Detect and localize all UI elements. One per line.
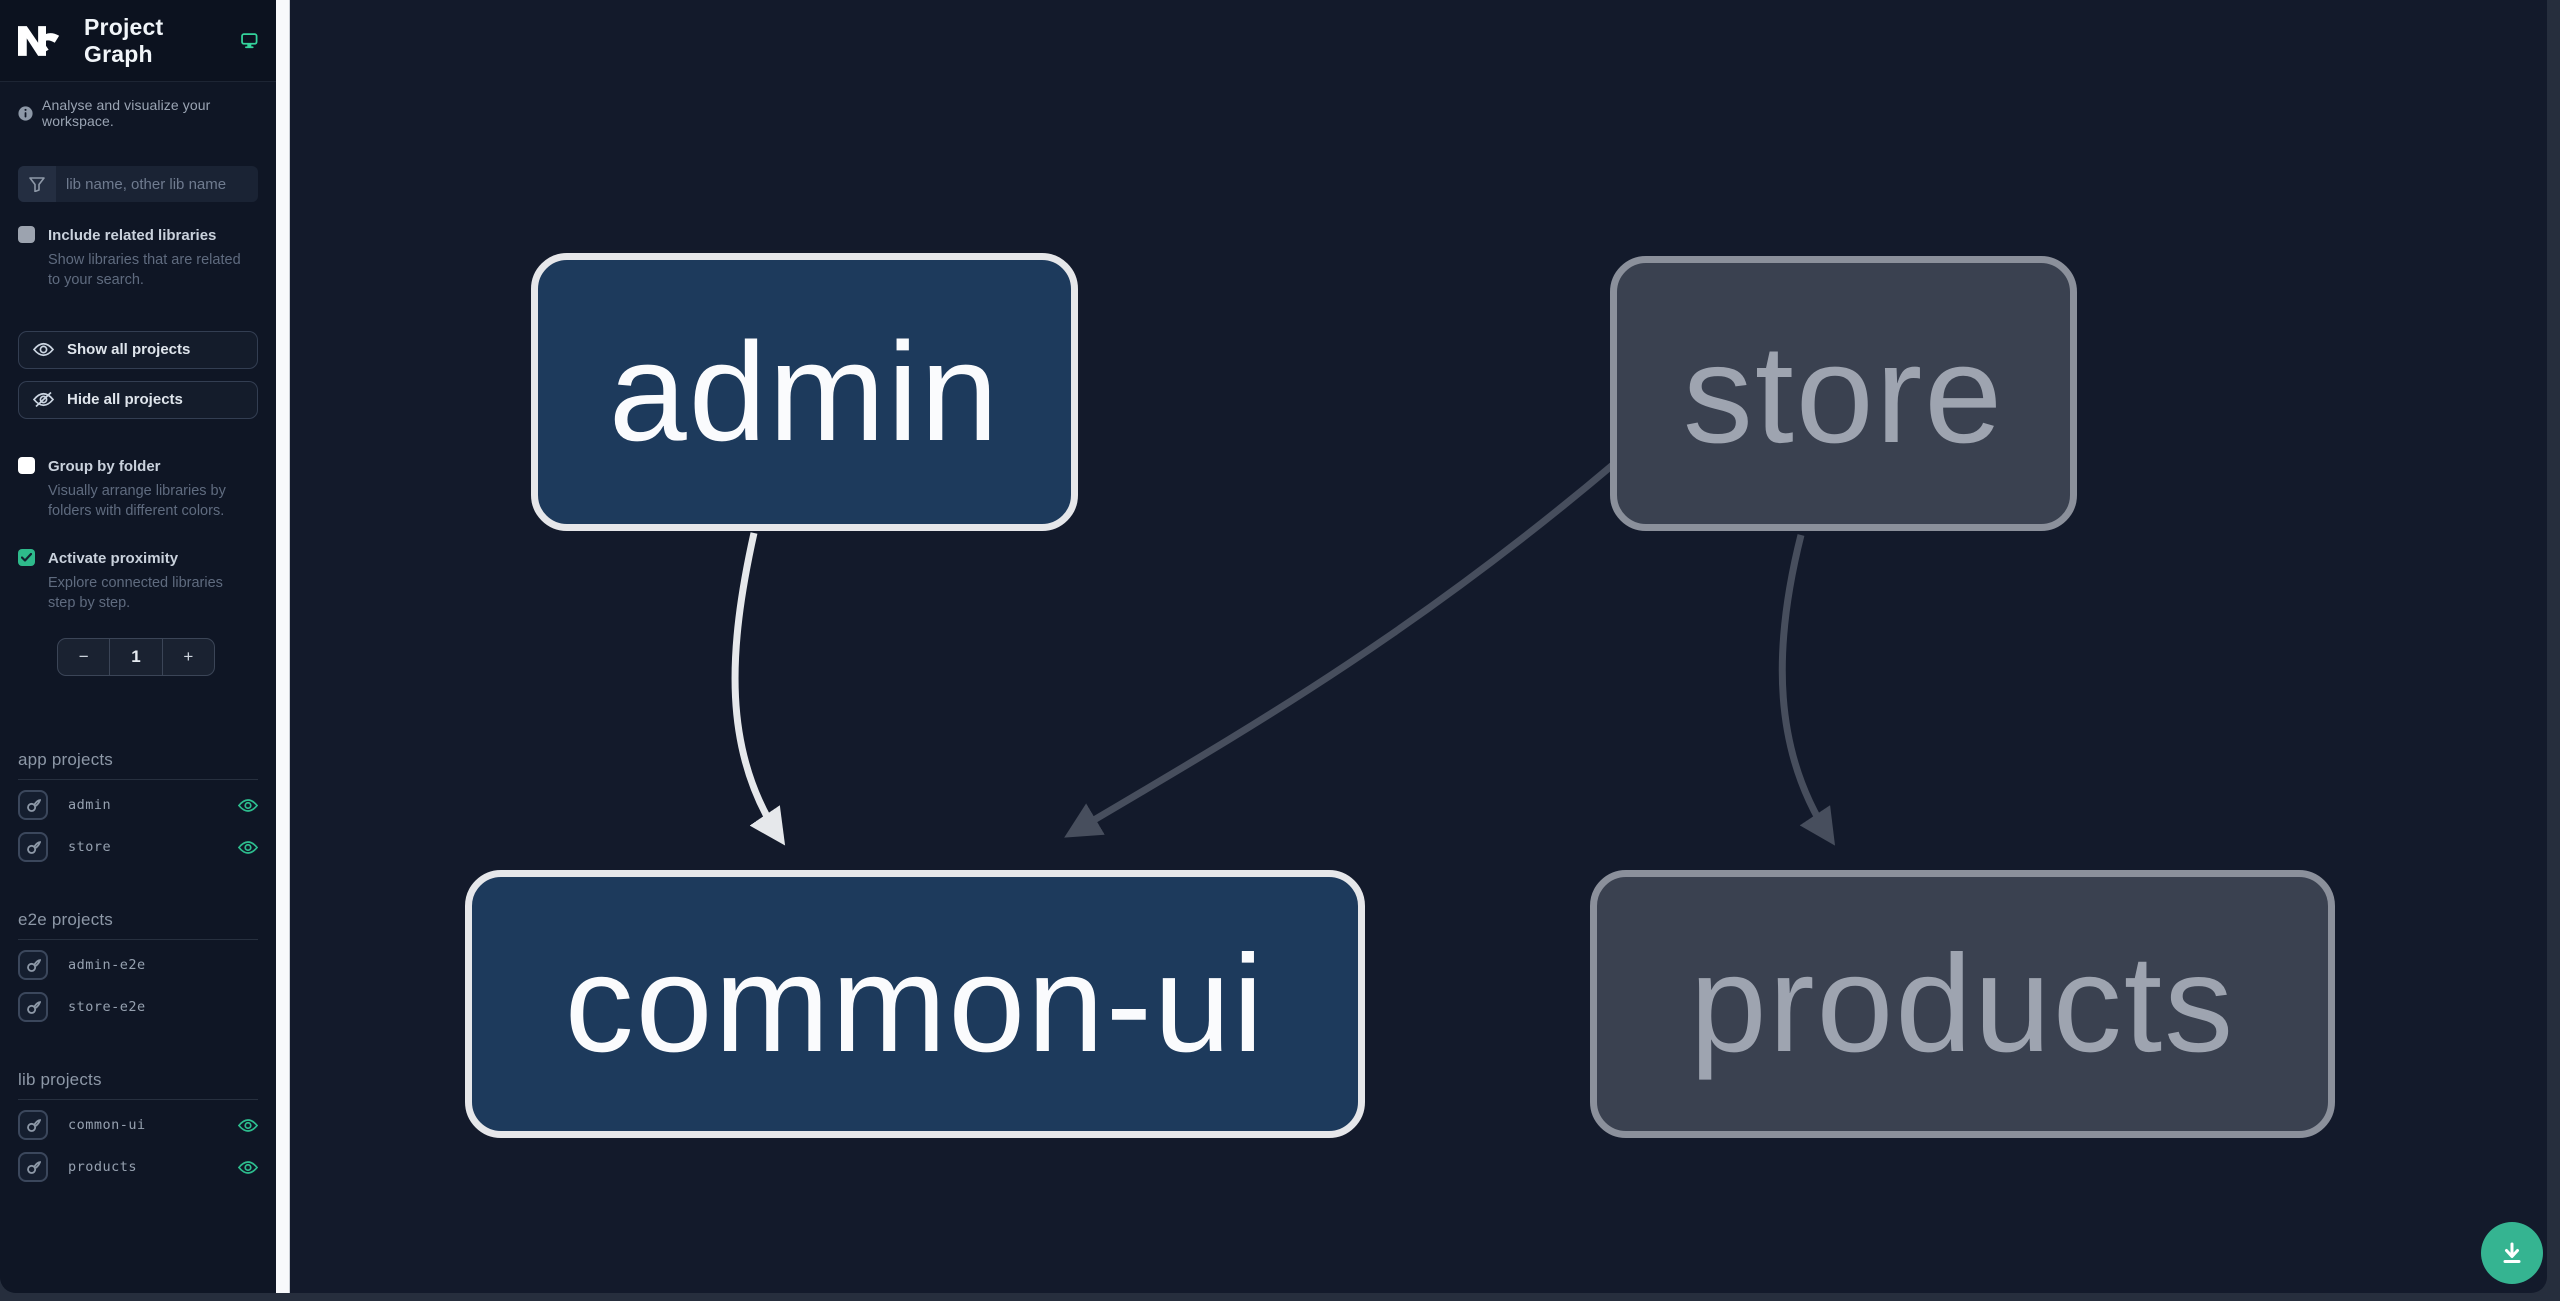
- eye-off-icon: [33, 392, 54, 408]
- project-name: products: [68, 1159, 138, 1176]
- stepper-increment-button[interactable]: +: [183, 646, 194, 666]
- include-related-label: Include related libraries: [48, 227, 217, 244]
- group-by-folder-description: Visually arrange libraries by folders wi…: [48, 482, 226, 520]
- activate-proximity-row: Activate proximity Explore connected lib…: [18, 548, 258, 614]
- focus-project-icon[interactable]: [18, 832, 48, 863]
- edge-store-to-common-ui: [1064, 460, 1618, 838]
- project-row-common-ui[interactable]: common-ui: [18, 1109, 258, 1142]
- section-header-lib-projects: lib projects: [18, 1070, 258, 1100]
- eye-icon: [33, 343, 54, 357]
- project-row-store[interactable]: store: [18, 831, 258, 864]
- stepper-value: 1: [109, 638, 163, 675]
- project-row-admin[interactable]: admin: [18, 789, 258, 822]
- project-name: common-ui: [68, 1117, 146, 1134]
- sidebar-body: Analyse and visualize your workspace. In…: [0, 97, 276, 1184]
- focus-project-icon[interactable]: [18, 1110, 48, 1141]
- project-name: store-e2e: [68, 999, 146, 1016]
- tagline-row: Analyse and visualize your workspace.: [18, 97, 258, 129]
- section-header-app-projects: app projects: [18, 750, 258, 780]
- section-header-e2e-projects: e2e projects: [18, 910, 258, 940]
- include-related-description: Show libraries that are related to your …: [48, 251, 241, 289]
- visibility-eye-icon[interactable]: [238, 1160, 258, 1175]
- group-by-folder-label: Group by folder: [48, 457, 161, 475]
- project-name: admin-e2e: [68, 957, 146, 974]
- graph-node-store[interactable]: store: [1610, 256, 2077, 531]
- hide-all-projects-label: Hide all projects: [67, 391, 183, 409]
- include-related-checkbox[interactable]: [18, 226, 35, 243]
- filter-icon: [18, 166, 56, 202]
- show-all-projects-label: Show all projects: [67, 341, 191, 359]
- tagline: Analyse and visualize your workspace.: [42, 97, 211, 129]
- search-input[interactable]: [56, 166, 258, 202]
- sidebar-scrollbar[interactable]: [276, 0, 290, 1293]
- group-by-folder-checkbox[interactable]: [18, 456, 35, 474]
- activate-proximity-label: Activate proximity: [48, 549, 179, 567]
- hide-all-projects-button[interactable]: Hide all projects: [18, 380, 258, 419]
- graph-node-admin[interactable]: admin: [531, 253, 1078, 531]
- sidebar: Project Graph Analyse and visualize your…: [0, 0, 276, 1293]
- graph-node-common-ui[interactable]: common-ui: [465, 870, 1365, 1138]
- stepper-decrement-button[interactable]: −: [78, 646, 89, 666]
- project-row-admin-e2e[interactable]: admin-e2e: [18, 949, 258, 982]
- focus-project-icon[interactable]: [18, 950, 48, 981]
- page-title: Project Graph: [84, 13, 164, 67]
- graph-node-products[interactable]: products: [1590, 870, 2335, 1138]
- info-icon: [18, 105, 33, 121]
- focus-project-icon[interactable]: [18, 992, 48, 1023]
- sidebar-header: Project Graph: [0, 0, 276, 82]
- project-name: store: [68, 839, 112, 856]
- project-row-products[interactable]: products: [18, 1151, 258, 1184]
- visibility-eye-icon[interactable]: [238, 1118, 258, 1133]
- check-icon: [21, 552, 32, 562]
- focus-project-icon[interactable]: [18, 790, 48, 821]
- monitor-icon[interactable]: [241, 32, 258, 50]
- include-related-row: Include related libraries Show libraries…: [18, 225, 258, 291]
- show-all-projects-button[interactable]: Show all projects: [18, 330, 258, 369]
- group-by-folder-row: Group by folder Visually arrange librari…: [18, 456, 258, 522]
- visibility-eye-icon[interactable]: [238, 798, 258, 813]
- activate-proximity-description: Explore connected libraries step by step…: [48, 574, 223, 612]
- graph-canvas[interactable]: admin store common-ui products: [290, 0, 2547, 1293]
- nx-logo-icon: [18, 25, 60, 56]
- download-icon: [2503, 1242, 2521, 1263]
- visibility-eye-icon[interactable]: [238, 840, 258, 855]
- edge-store-to-products: [1778, 534, 1836, 846]
- proximity-depth-stepper: − 1 +: [57, 637, 215, 676]
- activate-proximity-checkbox[interactable]: [18, 548, 35, 566]
- edge-admin-to-common-ui: [731, 532, 786, 846]
- download-graph-button[interactable]: [2481, 1222, 2543, 1284]
- search-box: [18, 166, 258, 202]
- project-name: admin: [68, 797, 112, 814]
- project-row-store-e2e[interactable]: store-e2e: [18, 991, 258, 1024]
- focus-project-icon[interactable]: [18, 1152, 48, 1183]
- dependency-edges: [731, 460, 1836, 846]
